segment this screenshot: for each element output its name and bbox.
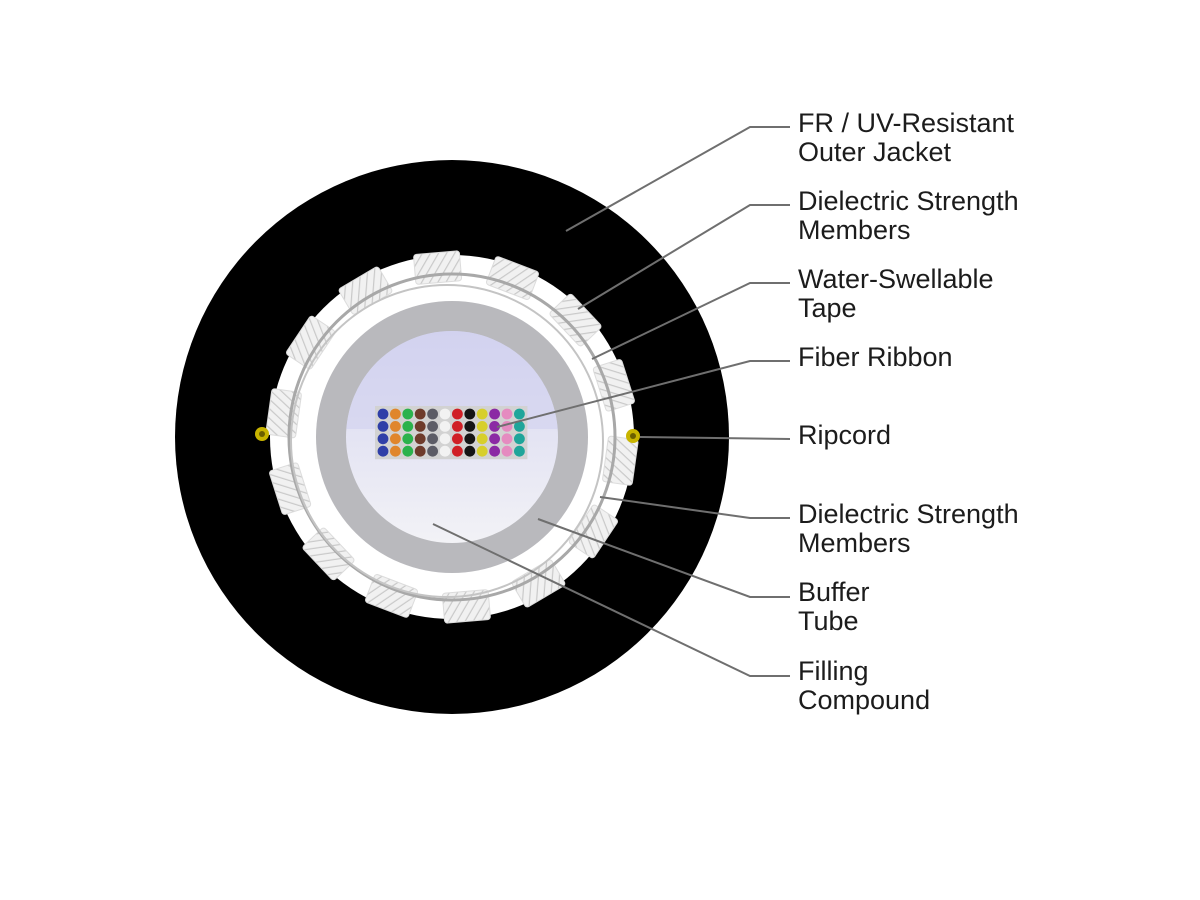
fiber-orange [390,421,401,432]
water-swellable-tape-inner [290,284,604,598]
fiber-brown [414,408,426,420]
fiber-brown [414,433,426,445]
leader-water-swellable-tape [591,282,790,360]
fiber-blue [377,421,389,432]
strength-member-segment [265,388,302,439]
fiber-orange [390,408,401,420]
fiber-red [452,408,463,420]
fiber-ribbon-stack [375,406,528,460]
strength-member-segment [302,527,355,581]
fiber-yellow [476,433,488,445]
fiber-orange [390,445,401,457]
fiber-violet [489,433,500,445]
fiber-slate [427,408,438,420]
leader-outer-jacket [565,126,790,232]
ripcord-right [626,429,640,443]
fiber-brown [414,421,426,432]
fiber-slate [427,445,438,457]
label-filling-compound: Filling Compound [798,656,930,715]
leader-strength-members-inner [599,496,790,519]
fiber-violet [489,445,500,457]
label-water-swellable-tape: Water-Swellable Tape [798,264,1001,323]
leader-fiber-ribbon [496,360,790,428]
fiber-orange [390,433,401,445]
leader-buffer-tube [537,518,790,598]
fiber-brown [414,445,426,457]
strength-member-segment [602,435,639,486]
label-buffer-tube: Buffer Tube [798,577,877,636]
strength-member-segment [568,504,618,559]
fiber-aqua [514,433,525,445]
label-fiber-ribbon: Fiber Ribbon [798,342,953,372]
fiber-yellow [476,445,488,457]
fiber-white [439,408,451,420]
fiber-aqua [514,445,525,457]
fiber-red [452,421,463,432]
strength-member-segment [286,315,336,370]
fiber-aqua [514,421,525,432]
fiber-black [464,408,476,420]
fiber-black [464,445,476,457]
strength-member-segment [549,293,602,347]
leader-filling-compound [432,523,790,677]
strength-member-segment [269,462,312,515]
label-outer-jacket: FR / UV-Resistant Outer Jacket [798,108,1022,167]
fiber-rose [501,408,513,420]
label-strength-members-outer: Dielectric Strength Members [798,186,1026,245]
strength-member-segment [441,589,491,624]
leader-lines [432,126,791,677]
fiber-violet [489,421,500,432]
strength-member-segment [486,256,539,300]
fiber-blue [377,445,389,457]
fiber-green [402,408,414,420]
fiber-yellow [476,408,488,420]
water-swellable-tape [287,272,617,602]
strength-member-segment [413,250,463,285]
fiber-green [402,433,414,445]
fiber-rose [501,433,513,445]
fiber-aqua [514,408,525,420]
dielectric-strength-members-outer [265,250,639,624]
leader-ripcord [639,436,791,440]
fiber-white [439,445,451,457]
fiber-violet [489,408,500,420]
fiber-blue [377,408,389,420]
fiber-white [439,421,451,432]
fiber-green [402,445,414,457]
leader-strength-members-outer [577,204,790,310]
label-strength-members-inner: Dielectric Strength Members [798,499,1026,558]
fiber-slate [427,433,438,445]
fiber-green [402,421,414,432]
fiber-yellow [476,421,488,432]
fiber-slate [427,421,438,432]
fiber-red [452,445,463,457]
fiber-white [439,433,451,445]
label-ripcord: Ripcord [798,420,891,450]
ripcord-left [255,427,269,441]
fiber-red [452,433,463,445]
fiber-black [464,421,476,432]
fiber-blue [377,433,389,445]
fiber-black [464,433,476,445]
fiber-rose [501,445,513,457]
labels: FR / UV-Resistant Outer Jacket Dielectri… [798,108,1026,715]
strength-member-segment [365,574,418,618]
